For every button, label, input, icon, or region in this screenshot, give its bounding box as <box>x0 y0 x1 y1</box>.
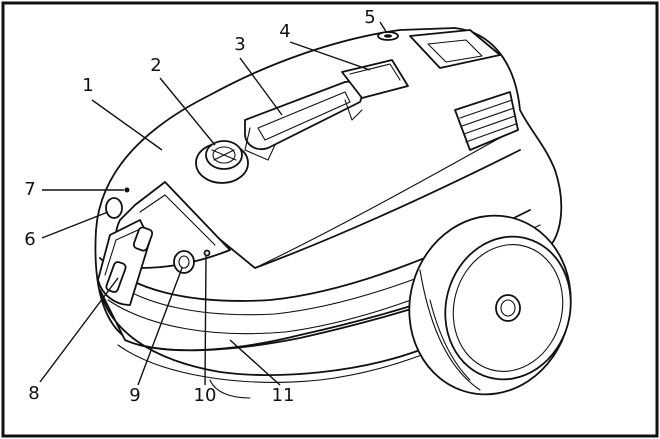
leader-lines <box>39 21 388 386</box>
cord-rewind-button <box>341 59 409 99</box>
callout-11: 11 <box>272 385 295 406</box>
callout-2: 2 <box>150 55 161 76</box>
callout-9: 9 <box>129 385 140 406</box>
callout-6: 6 <box>24 229 35 250</box>
front-controls <box>105 187 211 293</box>
callout-1: 1 <box>82 75 93 96</box>
callout-4: 4 <box>279 21 290 42</box>
rear-wheel <box>408 214 572 396</box>
callout-10: 10 <box>194 385 217 406</box>
callout-7: 7 <box>24 179 35 200</box>
callout-3: 3 <box>234 34 245 55</box>
hose-inlet <box>195 140 249 184</box>
callout-8: 8 <box>28 383 39 404</box>
callout-5: 5 <box>364 7 375 28</box>
callout-labels: 1 2 3 4 5 7 6 8 9 10 11 <box>24 7 375 406</box>
